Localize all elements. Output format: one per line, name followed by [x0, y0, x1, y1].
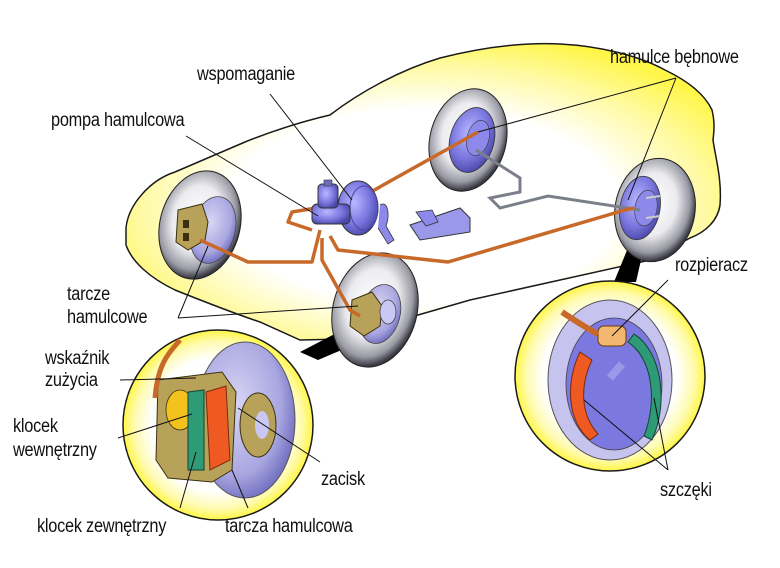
brake-lines: [199, 130, 635, 318]
disc-brake-detail: [122, 329, 314, 521]
label-outer-pad: klocek zewnętrzny: [37, 516, 167, 537]
label-inner-pad-2: wewnętrzny: [13, 440, 97, 461]
outer-pad: [205, 385, 231, 471]
shoe-green: [627, 333, 662, 441]
label-wear-indicator-1: wskaźnik: [45, 348, 110, 369]
leader-drum-brakes: [477, 77, 677, 201]
front-left-wheel: [158, 170, 242, 280]
inner-pad: [187, 389, 205, 471]
label-wear-indicator-2: zużycia: [45, 370, 98, 391]
leader-wear-indicator: [119, 377, 197, 381]
leader-shoes: [583, 397, 669, 471]
rear-right-wheel: [614, 157, 696, 263]
label-wheel-cylinder: rozpieracz: [675, 255, 748, 276]
label-brake-discs-1: tarcze: [67, 284, 110, 305]
parking-brake-cable: [475, 148, 641, 212]
handbrake-lever: [409, 207, 471, 241]
leader-disc: [231, 469, 249, 509]
leader-outer-pad: [179, 451, 197, 509]
drum-brake-detail: [514, 280, 706, 472]
leader-discs: [177, 245, 359, 319]
leader-booster: [269, 93, 353, 201]
label-brake-discs-2: hamulcowe: [67, 307, 148, 328]
wear-indicator-wire: [152, 338, 182, 399]
label-booster: wspomaganie: [197, 64, 295, 85]
label-master-cylinder: pompa hamulcowa: [51, 110, 185, 131]
car-body: [125, 42, 722, 341]
leader-master-cylinder: [185, 135, 319, 217]
label-brake-disc: tarcza hamulcowa: [225, 516, 353, 537]
label-drum-brakes: hamulce bębnowe: [610, 47, 739, 68]
leader-lines: [117, 77, 677, 509]
label-brake-shoes: szczęki: [660, 480, 712, 501]
label-caliper: zacisk: [321, 469, 365, 490]
leader-inner-pad: [117, 413, 193, 439]
shoe-orange: [570, 351, 599, 441]
leader-caliper: [237, 407, 321, 463]
leader-wheel-cylinder: [611, 279, 669, 337]
front-right-wheel: [331, 252, 419, 368]
label-inner-pad-1: klocek: [13, 416, 58, 437]
